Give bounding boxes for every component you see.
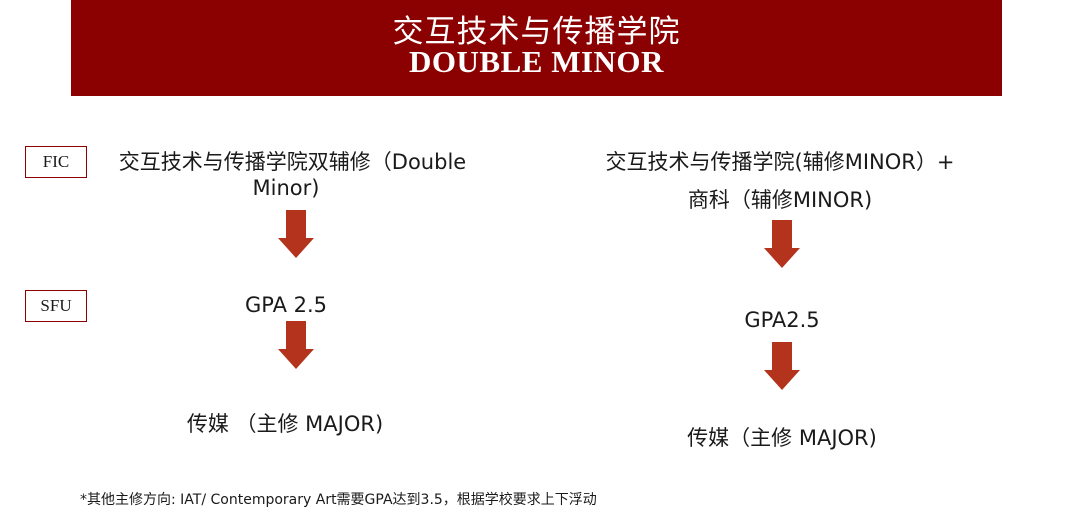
- left-path-line1: 交互技术与传播学院双辅修（Double: [118, 150, 467, 174]
- down-arrow-icon: [278, 210, 314, 258]
- tag-sfu: SFU: [25, 290, 87, 322]
- down-arrow-icon: [764, 220, 800, 268]
- left-result: 传媒 （主修 MAJOR): [186, 412, 384, 436]
- right-path-line2: 商科（辅修MINOR): [687, 188, 873, 212]
- tag-fic: FIC: [25, 146, 87, 178]
- title-banner: 交互技术与传播学院 DOUBLE MINOR: [71, 0, 1002, 96]
- footnote: *其他主修方向: IAT/ Contemporary Art需要GPA达到3.5…: [80, 492, 597, 508]
- title-cn: 交互技术与传播学院: [392, 14, 681, 50]
- right-path-line1: 交互技术与传播学院(辅修MINOR）+: [605, 150, 955, 174]
- down-arrow-icon: [278, 321, 314, 369]
- right-result: 传媒（主修 MAJOR): [687, 426, 877, 450]
- left-path-line2: Minor): [252, 176, 320, 200]
- left-gpa: GPA 2.5: [244, 293, 328, 317]
- right-gpa: GPA2.5: [744, 308, 820, 332]
- title-en: DOUBLE MINOR: [409, 44, 664, 79]
- down-arrow-icon: [764, 342, 800, 390]
